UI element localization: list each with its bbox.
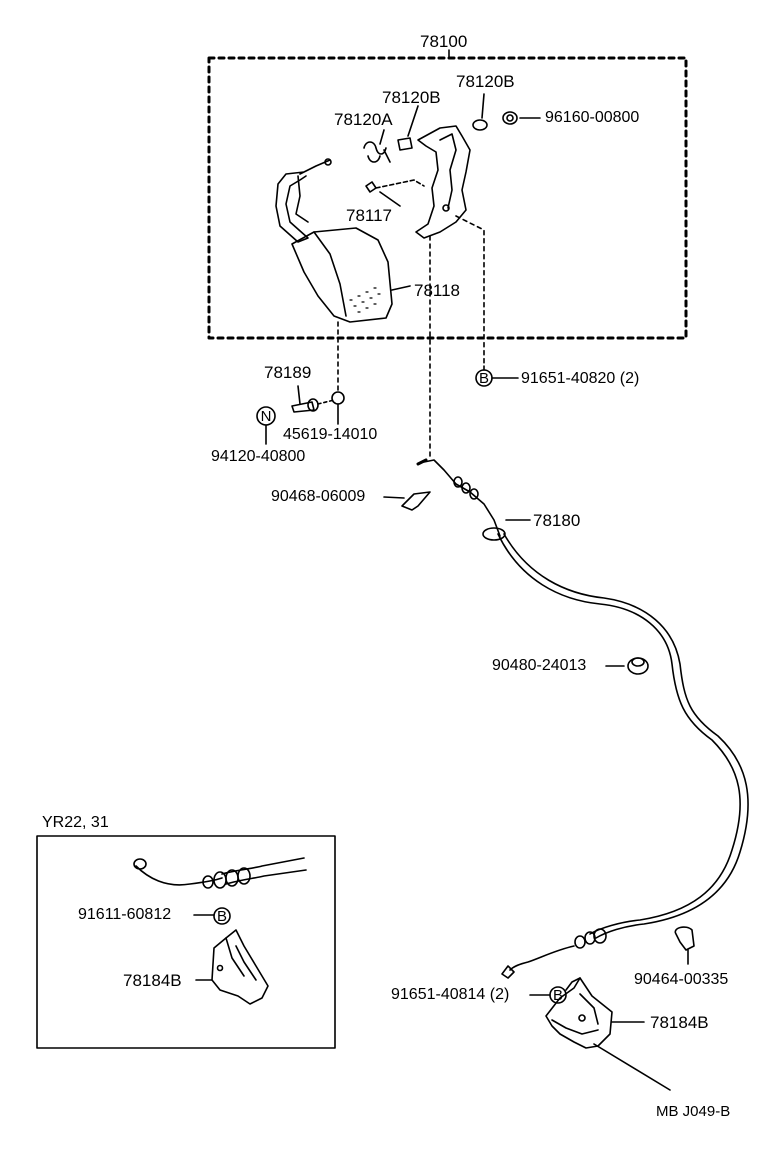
label-94120: 94120-40800 xyxy=(211,448,306,465)
bushing-78120B-right xyxy=(472,119,488,131)
inset-title: YR22, 31 xyxy=(42,814,109,831)
nut-96160 xyxy=(502,111,518,125)
label-78184B: 78184B xyxy=(650,1013,709,1032)
dash-78117 xyxy=(375,179,425,189)
label-90464: 90464-00335 xyxy=(634,971,729,988)
spring-78120A xyxy=(363,141,391,163)
label-78120B-top: 78120B xyxy=(456,72,515,91)
label-78100: 78100 xyxy=(420,32,468,51)
label-78180: 78180 xyxy=(533,511,581,530)
clip-78117 xyxy=(365,181,377,193)
label-91651-40820: 91651-40820 (2) xyxy=(521,370,640,387)
pedal-arm xyxy=(275,158,332,243)
clamp-90464 xyxy=(674,926,695,951)
bolt-78189 xyxy=(291,398,319,413)
label-90468: 90468-06009 xyxy=(271,488,366,505)
label-78118: 78118 xyxy=(414,281,461,300)
cable-78180 xyxy=(416,458,749,979)
pedal-bracket xyxy=(415,125,471,239)
grommet-90480 xyxy=(627,657,649,675)
badge-n-text: N xyxy=(260,408,272,425)
washer-45619 xyxy=(331,391,345,405)
inset-cable xyxy=(133,857,307,889)
bracket-78184B xyxy=(545,977,613,1049)
bushing-78120B-left xyxy=(397,137,413,151)
inset-box xyxy=(36,835,336,1049)
label-96160: 96160-00800 xyxy=(545,109,640,126)
inset-badge-b-text: B xyxy=(216,908,227,925)
clip-90468 xyxy=(401,491,431,511)
label-90480: 90480-24013 xyxy=(492,657,587,674)
pedal-pad xyxy=(291,227,393,323)
inset-bracket xyxy=(211,929,269,1005)
label-78120B-left: 78120B xyxy=(382,88,441,107)
assembly-box xyxy=(207,56,688,340)
inset-badge-b xyxy=(213,907,231,925)
diagram-code: MB J049-B xyxy=(656,1103,731,1120)
inset-label-78184B: 78184B xyxy=(123,971,182,990)
label-91651-40814: 91651-40814 (2) xyxy=(391,986,510,1003)
inset-label-91611: 91611-60812 xyxy=(78,906,172,923)
label-78189: 78189 xyxy=(264,363,312,382)
label-45619: 45619-14010 xyxy=(283,426,378,443)
badge-b-text: B xyxy=(478,370,489,387)
label-78120A: 78120A xyxy=(334,110,393,129)
dash-bracket-down xyxy=(455,215,485,367)
badge-b-40814-text: B xyxy=(552,987,563,1004)
label-78117: 78117 xyxy=(346,206,393,225)
